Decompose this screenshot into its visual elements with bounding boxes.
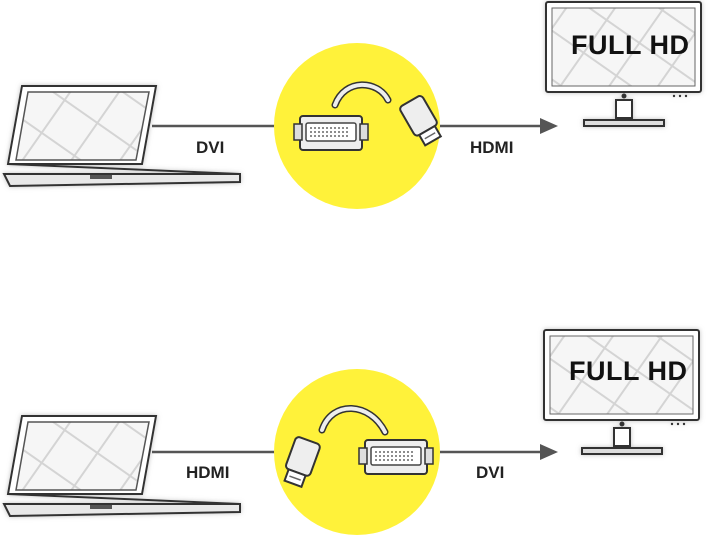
- dvi-to-hdmi-adapter-icon: [293, 81, 446, 151]
- row-2-output-label: DVI: [476, 463, 505, 482]
- monitor-2: [543, 329, 700, 455]
- monitor-1: [545, 1, 702, 127]
- row-2-input-label: HDMI: [186, 463, 230, 482]
- adapter-circle-2: [274, 369, 440, 535]
- row-1: [3, 1, 702, 209]
- row-1-input-label: DVI: [196, 138, 225, 157]
- monitor-1-screen-text: FULL HD: [571, 30, 690, 60]
- laptop-1: [3, 85, 241, 187]
- arrowhead-2: [540, 444, 558, 460]
- hdmi-to-dvi-adapter-icon: [279, 405, 434, 490]
- monitor-2-screen-text: FULL HD: [569, 356, 688, 386]
- row-1-output-label: HDMI: [470, 138, 514, 157]
- row-2: [3, 329, 700, 535]
- arrowhead-1: [540, 118, 558, 134]
